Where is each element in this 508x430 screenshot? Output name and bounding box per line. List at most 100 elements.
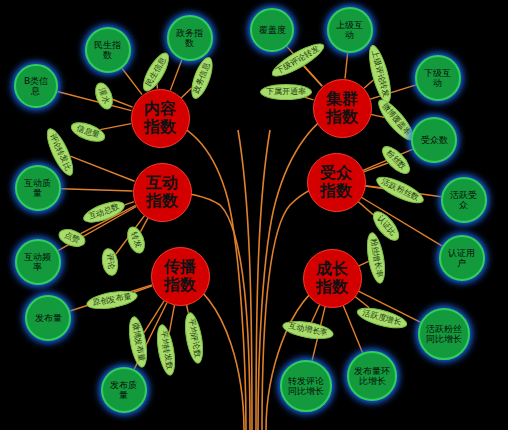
node-label: 互动质量 <box>21 178 54 199</box>
factor-ellipse: 粉丝数 <box>378 142 415 179</box>
factor-ellipse: 微博发布量 <box>126 315 151 369</box>
branch-line <box>355 296 369 307</box>
node-label: 成长指数 <box>313 260 352 295</box>
node-label: 民生信息 <box>145 56 168 88</box>
branch-line <box>305 97 314 99</box>
node-label: 内容指数 <box>141 100 180 135</box>
node-label: 信息量 <box>75 124 100 140</box>
metric-circle: 互动频率 <box>15 239 61 285</box>
node-label: B类信息 <box>20 76 52 97</box>
metric-circle: 认证用户 <box>439 235 485 281</box>
factor-ellipse: 下属开通率 <box>260 84 312 100</box>
factor-ellipse: 活跃粉丝数 <box>373 172 427 208</box>
factor-ellipse: 平均转发数 <box>154 323 179 377</box>
factor-ellipse: 原创发布量 <box>85 288 139 313</box>
node-label: 认证用户 <box>445 248 478 269</box>
metric-circle: 发布质量 <box>101 367 147 413</box>
node-label: 上级互动 <box>333 20 366 41</box>
branch-line <box>113 99 133 107</box>
branch-line <box>70 156 134 181</box>
branch-line <box>170 60 182 91</box>
index-circle: 传播指数 <box>151 247 210 306</box>
node-label: 发布质量 <box>107 380 140 401</box>
node-label: 发布量环比增长 <box>354 366 390 387</box>
node-label: 活跃粉丝同比增长 <box>425 324 462 345</box>
branch-line <box>311 305 319 323</box>
factor-ellipse: 平均评论数 <box>182 311 207 365</box>
factor-ellipse: 互动增长率 <box>281 318 335 343</box>
metric-circle: 发布量环比增长 <box>347 351 397 401</box>
metric-circle: 互动质量 <box>15 165 61 211</box>
metric-circle: 转发评论同比增长 <box>280 360 332 412</box>
factor-ellipse: 信息量 <box>68 118 107 145</box>
branch-line <box>100 124 131 130</box>
index-circle: 内容指数 <box>131 89 190 148</box>
branch-line <box>61 189 133 191</box>
branch-line <box>169 305 174 333</box>
metric-circle: 下级互动 <box>415 55 461 101</box>
node-label: 互动频率 <box>21 252 54 273</box>
node-label: 原创发布量 <box>92 293 133 308</box>
node-label: 微博发布量 <box>131 322 146 363</box>
node-label: 覆盖度 <box>259 25 286 35</box>
node-label: 评论 <box>105 253 116 270</box>
node-label: 灌水 <box>98 87 111 105</box>
metric-circle: 上级互动 <box>327 7 373 53</box>
branch-line <box>181 88 191 98</box>
factor-ellipse: 转发 <box>124 224 149 256</box>
node-label: 民生指数 <box>91 40 124 61</box>
node-label: 平均评论数 <box>187 318 202 359</box>
metric-circle: 发布量 <box>25 295 71 341</box>
factor-ellipse: 互动总数 <box>81 197 128 227</box>
index-circle: 集群指数 <box>313 79 372 138</box>
index-circle: 受众指数 <box>307 153 366 212</box>
node-label: 点赞 <box>63 232 81 245</box>
node-label: 集群指数 <box>323 90 362 125</box>
branch-line <box>364 163 388 172</box>
branch-line <box>134 286 152 292</box>
node-label: 认证比 <box>375 214 397 238</box>
metric-circle: 民生指数 <box>85 27 131 73</box>
factor-ellipse: 政务信息 <box>187 55 217 102</box>
node-label: 转发 <box>130 231 143 249</box>
factor-ellipse: 民生信息 <box>138 49 174 95</box>
factor-ellipse: 活跃度增长 <box>355 304 409 333</box>
branch-line <box>345 53 348 79</box>
node-label: 评论转发比 <box>48 132 72 172</box>
metric-circle: 受众数 <box>411 117 457 163</box>
branch-line <box>122 68 142 94</box>
node-label: 上级评论转发 <box>370 50 390 98</box>
node-label: 粉丝增长率 <box>369 238 384 279</box>
branch-line <box>304 66 323 86</box>
branch-line <box>125 202 134 205</box>
branch-line <box>141 218 148 232</box>
node-label: 活跃度增长 <box>362 309 403 327</box>
node-label: 平均转发数 <box>159 330 174 371</box>
metric-circle: 覆盖度 <box>250 8 294 52</box>
node-label: 互动增长率 <box>288 323 329 338</box>
node-label: 互动指数 <box>143 174 182 209</box>
node-label: 转发评论同比增长 <box>287 376 324 397</box>
branch-line <box>359 261 369 265</box>
metric-circle: B类信息 <box>14 64 58 108</box>
node-label: 活跃受众 <box>447 190 480 211</box>
node-label: 政务信息 <box>193 62 211 95</box>
factor-ellipse: 点赞 <box>56 226 88 251</box>
node-label: 受众指数 <box>317 164 356 199</box>
node-label: 下级互动 <box>421 68 454 89</box>
branch-line <box>364 80 373 88</box>
branch-line <box>358 201 373 214</box>
node-label: 传播指数 <box>161 258 200 293</box>
node-label: 微博覆盖率 <box>380 102 412 138</box>
node-label: 活跃粉丝数 <box>380 178 420 202</box>
node-label: 下属开通率 <box>266 88 306 96</box>
factor-ellipse: 灌水 <box>92 80 117 112</box>
metric-circle: 活跃粉丝同比增长 <box>418 308 470 360</box>
node-label: 发布量 <box>35 313 62 323</box>
node-label: 政务指数 <box>173 28 206 49</box>
index-circle: 互动指数 <box>133 163 192 222</box>
metric-circle: 政务指数 <box>167 15 213 61</box>
metric-circle: 活跃受众 <box>441 177 487 223</box>
index-circle: 成长指数 <box>303 249 362 308</box>
